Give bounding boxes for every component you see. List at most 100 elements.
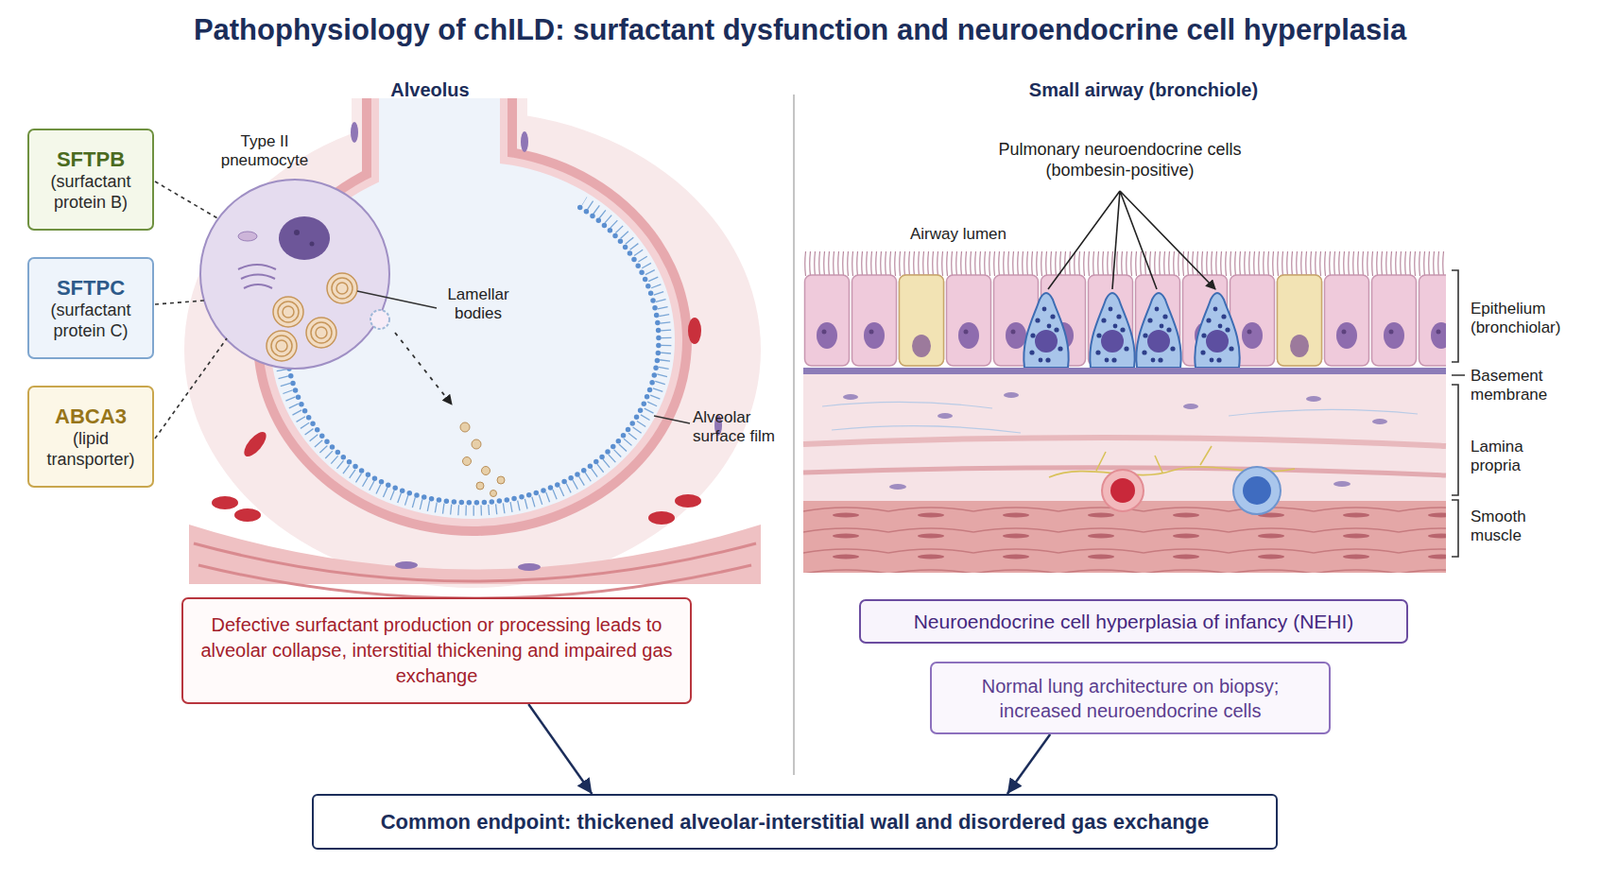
- bronchiole-illustration-part-part: [1333, 481, 1351, 487]
- bronchiole-illustration-part: [803, 367, 1446, 375]
- alveolus-illustration-part-part: [315, 326, 327, 339]
- disease-box: Neuroendocrine cell hyperplasia of infan…: [859, 599, 1409, 644]
- alveolus-illustration-part-part: [277, 301, 299, 323]
- box-text: Normal lung architecture on biopsy; incr…: [941, 673, 1320, 723]
- bronchiole-illustration-part: [1451, 270, 1465, 557]
- layer-label: Smooth muscle: [1470, 507, 1566, 547]
- panel-divider: [792, 94, 795, 775]
- alveolus-illustration-part: [357, 291, 437, 309]
- alveolus-illustration-part-part: [266, 330, 297, 362]
- bronchiole-illustration-part: [803, 273, 1446, 368]
- alveolus-illustration-part: [460, 422, 505, 498]
- finding-box: Normal lung architecture on biopsy; incr…: [929, 661, 1331, 735]
- panel-heading: Small airway (bronchiole): [1001, 78, 1286, 102]
- alveolus-illustration-part: [234, 508, 261, 522]
- bronchiole-illustration-part: [1290, 334, 1309, 358]
- alveolus-illustration-part: [674, 494, 702, 508]
- bronchiole-illustration-part: [899, 275, 945, 366]
- alveolus-illustration-part-part: [476, 481, 484, 490]
- alveolus-illustration-part-part: [275, 340, 288, 352]
- alveolus-illustration-part: [238, 264, 276, 289]
- alveolus-illustration-part-part: [463, 457, 472, 466]
- alveolus-illustration-part: [266, 273, 358, 362]
- bronchiole-illustration-part: [803, 437, 1446, 447]
- alveolus-illustration-part: [200, 179, 390, 369]
- alveolus-illustration-part-part: [326, 273, 358, 304]
- part-label: Pulmonary neuroendocrine cells (bombesin…: [968, 139, 1272, 181]
- part-label: Type II pneumocyte: [212, 132, 317, 172]
- alveolus-illustration-part: [293, 229, 300, 236]
- bronchiole-illustration-part: [1023, 292, 1068, 368]
- gene-box: SFTPB(surfactant protein B): [27, 128, 155, 231]
- alveolus-illustration-part-part: [306, 317, 337, 348]
- bronchiole-illustration-part-part: [843, 394, 859, 400]
- bronchiole-illustration-part: [1194, 292, 1239, 368]
- flow-arrow: [1007, 734, 1050, 794]
- alveolus-illustration-part: [361, 98, 517, 212]
- box-heading: SFTPB: [56, 146, 125, 173]
- box-text: Common endpoint: thickened alveolar-inte…: [380, 809, 1210, 835]
- bronchiole-illustration-part: [1233, 466, 1281, 515]
- gene-box: ABCA3(lipid transporter): [27, 385, 155, 488]
- alveolus-illustration-part-part: [271, 335, 293, 357]
- bronchiole-illustration-part: [1242, 476, 1272, 505]
- alveolus-illustration-part: [520, 131, 529, 153]
- alveolus-illustration-part: [350, 121, 359, 143]
- box-text: Neuroendocrine cell hyperplasia of infan…: [913, 610, 1355, 634]
- alveolus-illustration-part: [371, 98, 508, 212]
- alveolus-illustration-part-part: [310, 322, 332, 344]
- alveolus-illustration-part-part: [273, 296, 304, 327]
- flow-arrow: [528, 704, 592, 794]
- diagram-title: Pathophysiology of chILD: surfactant dys…: [0, 13, 1600, 48]
- bronchiole-illustration-part: [1048, 190, 1216, 290]
- layer-label: Lamina propria: [1470, 437, 1566, 477]
- box-text: (surfactant protein B): [38, 172, 143, 213]
- bronchiole-illustration-part-part: [1003, 392, 1019, 398]
- layer-label: Basement membrane: [1470, 366, 1584, 406]
- alveolus-illustration-part-part: [460, 422, 470, 432]
- box-text: (surfactant protein C): [38, 300, 143, 342]
- alveolus-illustration-part: [395, 561, 418, 569]
- bronchiole-illustration-part: [822, 401, 1418, 433]
- bronchiole-illustration-part: [803, 251, 1446, 276]
- alveolus-illustration-part-part: [481, 466, 491, 476]
- bronchiole-illustration-part: [1101, 469, 1144, 512]
- alveolus-illustration-part-part: [471, 439, 482, 449]
- bronchiole-illustration-part: [911, 334, 931, 358]
- box-text: Defective surfactant production or proce…: [192, 612, 681, 689]
- alveolus-illustration-part: [653, 415, 690, 424]
- alveolus-illustration-part: [211, 496, 239, 510]
- alveolus-illustration: [154, 98, 761, 599]
- gene-box: SFTPC(surfactant protein C): [27, 257, 155, 360]
- bronchiole-illustration-part-part: [1306, 395, 1322, 402]
- bronchiole-illustration: [803, 190, 1465, 573]
- alveolus-illustration-part: [238, 231, 258, 241]
- alveolus-illustration-part: [370, 309, 390, 329]
- alveolus-illustration-part: [154, 181, 227, 439]
- bronchiole-illustration-part-part: [1183, 403, 1199, 410]
- alveolus-illustration-part-part: [497, 476, 505, 484]
- layer-label: Epithelium (bronchiolar): [1470, 299, 1589, 339]
- panel-heading: Alveolus: [335, 78, 525, 102]
- box-heading: ABCA3: [54, 403, 127, 431]
- bronchiole-illustration-part: [1135, 292, 1181, 368]
- mechanism-box: Defective surfactant production or proce…: [181, 597, 692, 705]
- alveolus-illustration-part: [378, 98, 500, 212]
- alveolus-illustration-part: [278, 216, 330, 260]
- alveolus-illustration-part: [193, 543, 757, 582]
- endpoint-box: Common endpoint: thickened alveolar-inte…: [311, 793, 1278, 850]
- bronchiole-illustration-part-part: [937, 412, 953, 419]
- alveolus-illustration-part: [688, 317, 702, 345]
- part-label: Lamellar bodies: [434, 285, 522, 325]
- alveolus-illustration-part: [517, 563, 541, 571]
- alveolus-illustration-part-part: [490, 490, 498, 498]
- alveolus-illustration-part: [198, 565, 752, 599]
- alveolus-illustration-part-part: [336, 282, 348, 294]
- bronchiole-illustration-part: [1277, 275, 1323, 366]
- box-text: (lipid transporter): [38, 429, 143, 470]
- bronchiole-illustration-part-part: [1372, 418, 1388, 425]
- part-label: Alveolar surface film: [692, 408, 792, 448]
- alveolus-illustration-part-part: [331, 277, 353, 299]
